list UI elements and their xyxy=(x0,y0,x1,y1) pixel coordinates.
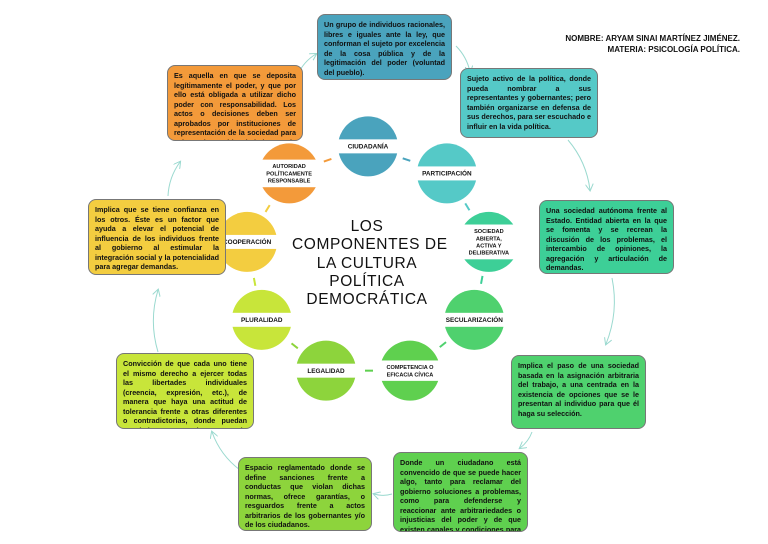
node-label-sociedad: SOCIEDAD xyxy=(474,229,504,235)
title-line: POLÍTICA xyxy=(329,272,405,290)
description-legalidad: Espacio reglamentado donde se define san… xyxy=(238,457,372,531)
node-label-autoridad: AUTORIDAD xyxy=(272,164,305,170)
node-label-autoridad: RESPONSABLE xyxy=(268,179,311,185)
component-node-participacion: PARTICIPACIÓN xyxy=(412,143,481,204)
cycle-arrows xyxy=(153,45,615,495)
node-label-band-competencia xyxy=(375,360,444,381)
ring-connector xyxy=(439,341,447,348)
author-name: NOMBRE: ARYAM SINAI MARTÍNEZ JIMÉNEZ. xyxy=(565,34,740,43)
author-info: NOMBRE: ARYAM SINAI MARTÍNEZ JIMÉNEZ. MA… xyxy=(565,34,740,56)
node-label-sociedad: ABIERTA, xyxy=(476,236,502,242)
cycle-arrow xyxy=(212,432,241,471)
cycle-arrow xyxy=(153,290,158,353)
title-line: LA CULTURA xyxy=(316,254,418,272)
cycle-arrow xyxy=(167,162,180,197)
component-node-legalidad: LEGALIDAD xyxy=(292,340,361,401)
description-secularizacion: Implica el paso de una sociedad basada e… xyxy=(511,355,646,429)
node-label-pluralidad: PLURALIDAD xyxy=(241,317,283,324)
title-line: DEMOCRÁTICA xyxy=(306,291,428,309)
ring-connector xyxy=(323,157,332,163)
cycle-arrow xyxy=(520,431,533,448)
node-label-competencia: COMPETENCIA O xyxy=(386,365,434,371)
central-title: LOS COMPONENTES DE LA CULTURA POLÍTICA D… xyxy=(292,218,448,309)
description-competencia: Donde un ciudadano está convencido de qu… xyxy=(393,452,528,532)
node-label-band-secularizacion xyxy=(440,312,509,327)
component-node-cooperacion: COOPERACIÓN xyxy=(213,211,282,272)
node-label-legalidad: LEGALIDAD xyxy=(307,368,345,375)
description-cooperacion: Implica que se tiene confianza en los ot… xyxy=(88,199,226,275)
component-node-secularizacion: SECULARIZACIÓN xyxy=(440,289,509,350)
node-label-band-sociedad xyxy=(454,224,523,260)
ring-connector xyxy=(252,277,257,286)
description-autoridad: Es aquella en que se deposita legítimame… xyxy=(167,65,303,141)
description-sociedad: Una sociedad autónoma frente al Estado. … xyxy=(539,200,674,274)
cycle-arrow xyxy=(606,277,615,344)
node-label-autoridad: POLÍTICAMENTE xyxy=(266,169,312,177)
ring-connector xyxy=(464,202,471,211)
component-node-pluralidad: PLURALIDAD xyxy=(227,289,296,350)
node-label-band-autoridad xyxy=(255,159,324,188)
node-label-band-participacion xyxy=(412,166,481,181)
ring-connector xyxy=(480,275,484,285)
description-ciudadania: Un grupo de individuos racionales, libre… xyxy=(317,14,452,80)
cycle-arrow xyxy=(567,139,590,190)
node-label-competencia: EFICACIA CÍVICA xyxy=(387,370,434,378)
node-label-ciudadania: CIUDADANÍA xyxy=(348,142,389,151)
node-label-participacion: PARTICIPACIÓN xyxy=(422,169,472,178)
component-node-ciudadania: CIUDADANÍA xyxy=(334,116,402,177)
node-label-band-cooperacion xyxy=(213,234,282,249)
node-label-sociedad: DELIBERATIVA xyxy=(469,251,510,257)
node-label-sociedad: ACTIVA Y xyxy=(476,244,502,250)
title-line: LOS xyxy=(350,218,384,235)
cycle-arrow xyxy=(374,494,393,495)
ring-connector xyxy=(264,204,271,213)
ring-connector xyxy=(402,157,411,162)
node-label-band-legalidad xyxy=(292,363,361,378)
title-line: COMPONENTES DE xyxy=(292,236,448,254)
description-pluralidad: Convicción de que cada uno tiene el mism… xyxy=(116,353,254,429)
subject-name: MATERIA: PSICOLOGÍA POLÍTICA. xyxy=(607,44,740,54)
description-participacion: Sujeto activo de la política, donde pued… xyxy=(460,68,598,138)
node-label-secularizacion: SECULARIZACIÓN xyxy=(446,315,504,324)
node-label-band-ciudadania xyxy=(334,139,402,154)
ring-connector xyxy=(290,342,299,350)
node-label-band-pluralidad xyxy=(227,312,296,327)
node-label-cooperacion: COOPERACIÓN xyxy=(223,237,272,246)
